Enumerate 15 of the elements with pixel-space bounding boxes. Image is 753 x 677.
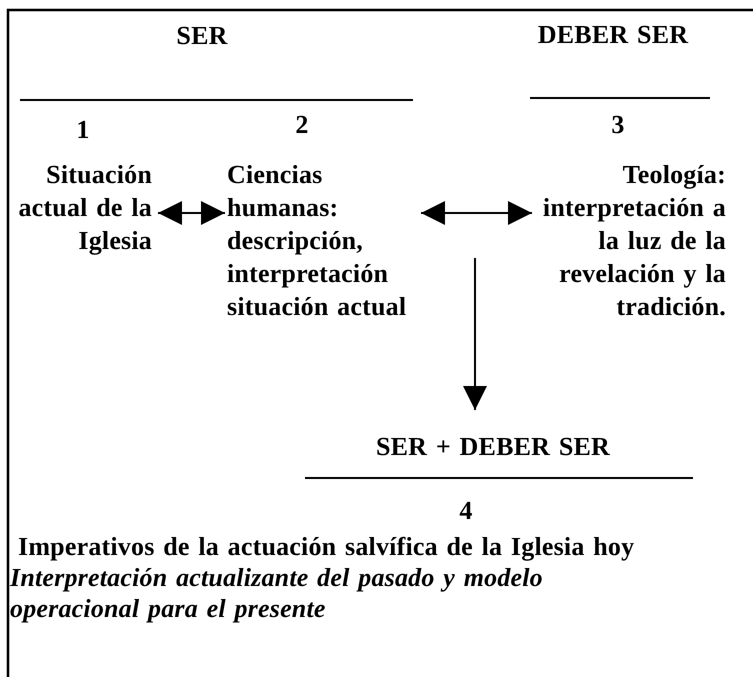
heading: SER [175, 20, 229, 52]
conclusion-text: Imperativos de la actuación salvífica de la Iglesia hoy [18, 531, 636, 563]
arrow [158, 201, 225, 225]
node-text: SER + DEBER SER [333, 410, 653, 463]
node-text: Teología: interpretación a la luz de la revelación y la tradición. [534, 158, 726, 323]
arrow [463, 258, 487, 410]
heading: DEBER SER [536, 19, 690, 51]
column-number: 4 [458, 495, 474, 527]
column-number: 2 [294, 109, 310, 141]
column-number: 1 [75, 114, 91, 146]
note-text: Interpretación actualizante del pasado y modelo operacional para el presente [10, 562, 544, 624]
node-text: Situación actual de la Iglesia [18, 158, 152, 257]
arrow [421, 201, 532, 225]
column-number: 3 [610, 109, 626, 141]
node-text: Ciencias humanas: descripción, interpretación situación actual [227, 158, 415, 323]
